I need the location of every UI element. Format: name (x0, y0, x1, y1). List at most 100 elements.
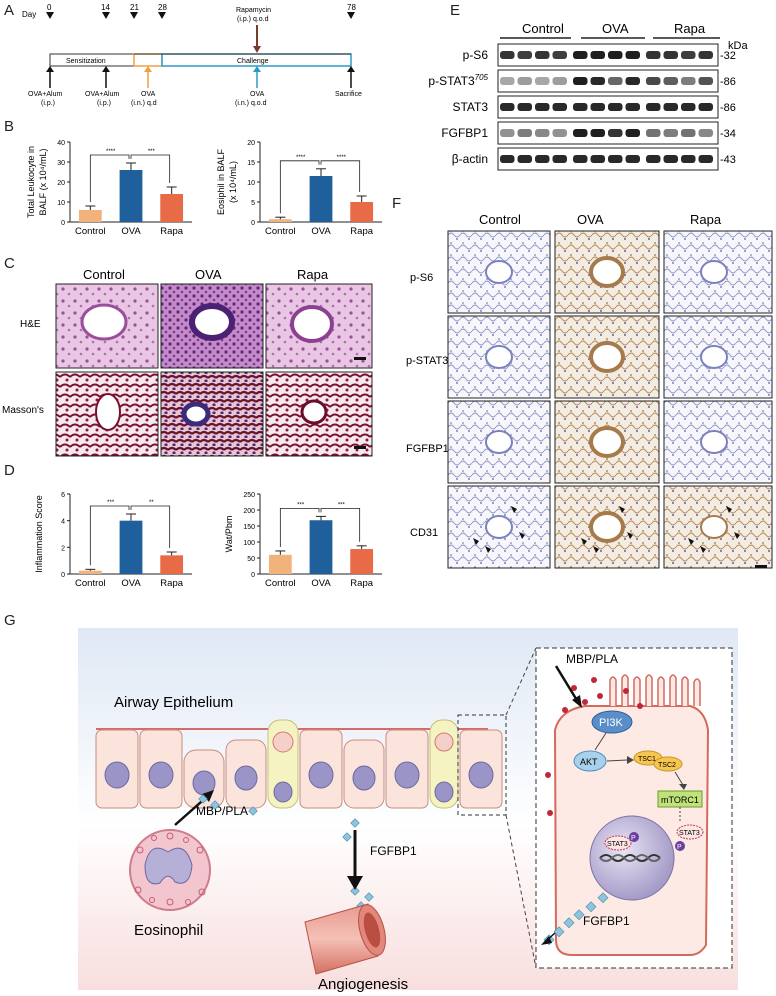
histo-masson-control (55, 371, 159, 457)
blot-kda-value: -34 (720, 128, 736, 140)
blot-band (590, 51, 605, 59)
histology-grid: Control OVA Rapa H&E Masson's (2, 267, 373, 457)
ova-alum-label-2: OVA+Alum (85, 91, 119, 98)
mtorc1-node: mTORC1 (657, 790, 703, 808)
day-14: 14 (101, 3, 110, 12)
p-a-label: P (631, 835, 636, 842)
x-tick-label: Control (265, 578, 296, 589)
x-tick-label: Rapa (160, 578, 183, 589)
cd31-arrowhead (473, 538, 479, 545)
blot-row-label: FGFBP1 (441, 126, 488, 140)
blot-band (681, 103, 696, 111)
tsc1-label: TSC1 (638, 756, 656, 763)
airway-lumen (485, 260, 513, 284)
blot-band (663, 77, 678, 85)
panel-label-b: B (4, 118, 15, 135)
blot-band (590, 155, 605, 163)
blot-band (646, 155, 661, 163)
blot-band (681, 77, 696, 85)
blot-row-label: p-STAT3705 (428, 73, 488, 88)
blot-band (608, 103, 623, 111)
blot-band (552, 103, 567, 111)
sig-bracket (89, 154, 130, 202)
cd31-arrowhead (688, 538, 694, 545)
y-tick-label: 200 (243, 508, 255, 515)
bar-control (268, 554, 292, 574)
scale-bar (755, 565, 767, 568)
y-axis-label: Total Leukocyte in (26, 146, 36, 218)
day-marker-78 (347, 12, 355, 19)
x-tick-label: Control (265, 226, 296, 237)
panel-label-d: D (4, 462, 15, 479)
blot-band (608, 51, 623, 59)
x-tick-label: Rapa (160, 226, 183, 237)
x-tick-label: Rapa (350, 578, 373, 589)
day-marker-14 (102, 12, 110, 19)
blot-band (646, 103, 661, 111)
blot-band (517, 155, 532, 163)
blot-band (500, 155, 515, 163)
blot-band (552, 129, 567, 137)
blot-band (608, 155, 623, 163)
cd31-arrowhead (485, 546, 491, 553)
pi3k-label: PI3K (599, 717, 624, 729)
akt-label: AKT (580, 757, 598, 767)
blot-kda-value: -32 (720, 50, 736, 62)
fgfbp1-left-label: FGFBP1 (370, 844, 417, 858)
ihc-row-cd31: CD31 (410, 527, 438, 539)
blot-row-label: β-actin (452, 152, 488, 166)
cd31-arrowhead (734, 532, 740, 539)
challenge-label: Challenge (237, 58, 269, 65)
y-tick-label: 10 (57, 200, 65, 207)
blot-band (500, 129, 515, 137)
tsc2-label: TSC2 (658, 762, 676, 769)
y-axis-label-2: BALF (x 10⁴/mL) (38, 149, 48, 216)
panel-label-f: F (392, 195, 402, 212)
blot-band (517, 51, 532, 59)
y-axis-label: Eosiphil in BALF (216, 148, 226, 215)
blot-band (535, 51, 550, 59)
mtorc1-label: mTORC1 (661, 795, 699, 805)
cd31-arrowhead (519, 532, 525, 539)
day-marker-21 (130, 12, 138, 19)
cd31-arrowhead (700, 546, 706, 553)
blot-band (663, 103, 678, 111)
blot-kda-value: -86 (720, 102, 736, 114)
blot-band (552, 51, 567, 59)
sensitization-label: Sensitization (66, 58, 106, 65)
x-tick-label: Rapa (350, 226, 373, 237)
x-tick-label: OVA (121, 578, 141, 589)
stat3-nuclear: STAT3 P (604, 832, 639, 851)
y-tick-label: 0 (61, 220, 65, 227)
bar-rapa (160, 194, 184, 222)
eosinophil-cell (129, 829, 211, 911)
angiogenesis-label: Angiogenesis (318, 976, 408, 993)
blood-vessel (304, 903, 386, 975)
wb-header-control: Control (522, 21, 564, 36)
bar-ova (309, 176, 333, 222)
sig-bracket (320, 508, 361, 542)
sacrifice-label: Sacrifice (335, 91, 362, 98)
blot-band (625, 129, 640, 137)
x-tick-label: OVA (311, 226, 331, 237)
timeline-day-label: Day (22, 10, 36, 19)
ova-in-label-2: OVA (250, 91, 265, 98)
day-0: 0 (47, 3, 52, 12)
y-tick-label: 20 (247, 140, 255, 147)
blot-band (590, 103, 605, 111)
blot-band (517, 129, 532, 137)
blot-band (698, 51, 713, 59)
sig-bracket (130, 505, 171, 548)
blot-band (646, 77, 661, 85)
y-tick-label: 150 (243, 524, 255, 531)
cd31-arrowhead (581, 538, 587, 545)
ihc-grid: Control OVA Rapa p-S6 p-STAT3 FGFBP1 CD3… (406, 212, 773, 569)
airway-label: Airway Epithelium (114, 694, 233, 711)
airway-lumen (589, 511, 625, 543)
y-tick-label: 4 (61, 519, 65, 526)
ova-in-label-1: OVA (141, 91, 156, 98)
histo-masson-ova (160, 371, 264, 457)
blot-band (535, 103, 550, 111)
blot-band (663, 129, 678, 137)
